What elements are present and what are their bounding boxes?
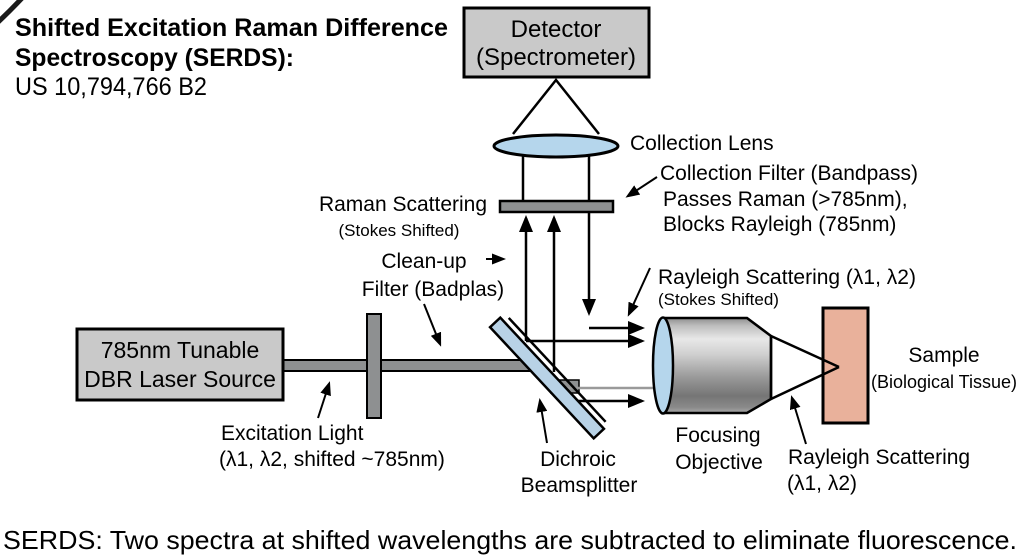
collection-filter-label-line3: Blocks Rayleigh (785nm) [663, 213, 896, 236]
excitation-leader-arrow [317, 381, 331, 419]
dichroic-beamsplitter [488, 315, 607, 441]
collection-filter-label-line2: Passes Raman (>785nm), [663, 188, 908, 211]
rayleigh-top-sublabel: (Stokes Shifted) [658, 290, 779, 309]
cleanup-filter-label-line2: Filter (Badplas) [362, 278, 504, 301]
raman-scattering-label: Raman Scattering [319, 193, 487, 216]
beamsplitter-surface-line [507, 317, 607, 423]
objective-lens [651, 316, 675, 415]
rayleigh-bottom-label-line1: Rayleigh Scattering [788, 446, 970, 469]
laser-label-line1: 785nm Tunable [101, 337, 260, 363]
excitation-label-line2: (λ1, λ2, shifted ~785nm) [219, 448, 445, 471]
rayleigh-top-leader-arrow [627, 267, 651, 317]
detector-label-line2: (Spectrometer) [476, 44, 636, 71]
collection-lens [492, 133, 620, 159]
detector-label-line1: Detector [511, 16, 602, 43]
patent-number: US 10,794,766 B2 [15, 73, 207, 101]
laser-beam [282, 359, 537, 372]
focus-cone-line [770, 365, 840, 401]
focusing-label-line2: Objective [675, 451, 763, 474]
title-line1: Shifted Excitation Raman Difference [15, 14, 448, 42]
dichroic-label-line2: Beamsplitter [521, 474, 638, 497]
cleanup-filter-bar [366, 313, 382, 419]
rayleigh-bottom-leader-arrow [789, 395, 807, 445]
excitation-label-line1: Excitation Light [221, 422, 364, 445]
collection-lens-label: Collection Lens [630, 132, 774, 155]
title-line2: Spectroscopy (SERDS): [15, 44, 294, 72]
sample-label-line1: Sample [908, 344, 979, 367]
objective-body [661, 316, 773, 415]
laser-box [75, 327, 285, 402]
detector-box [462, 6, 651, 79]
sample-block [821, 306, 870, 425]
rayleigh-top-label: Rayleigh Scattering (λ1, λ2) [658, 266, 916, 289]
beamsplitter-glass [488, 315, 606, 441]
sample-label-line2: (Biological Tissue) [871, 372, 1017, 392]
corner-artifact [0, 0, 24, 24]
dichroic-label-line1: Dichroic [540, 448, 616, 471]
dichroic-leader-arrow [536, 398, 548, 444]
collection-filter-bar [498, 199, 615, 214]
collection-filter-label-line1: Collection Filter (Bandpass) [660, 162, 918, 185]
rayleigh-bottom-label-line2: (λ1, λ2) [787, 472, 857, 495]
detector-cone [512, 77, 600, 135]
laser-label-line2: DBR Laser Source [84, 366, 276, 392]
focus-cone-line [770, 334, 840, 369]
cleanup-filter-label-line1: Clean-up [381, 250, 466, 273]
collection-filter-leader-arrow [625, 176, 658, 198]
cleanup-filter-leader-arrow [423, 303, 442, 347]
focusing-label-line1: Focusing [675, 424, 760, 447]
caption: SERDS: Two spectra at shifted wavelength… [3, 525, 1017, 555]
raman-scattering-sublabel: (Stokes Shifted) [339, 221, 460, 240]
